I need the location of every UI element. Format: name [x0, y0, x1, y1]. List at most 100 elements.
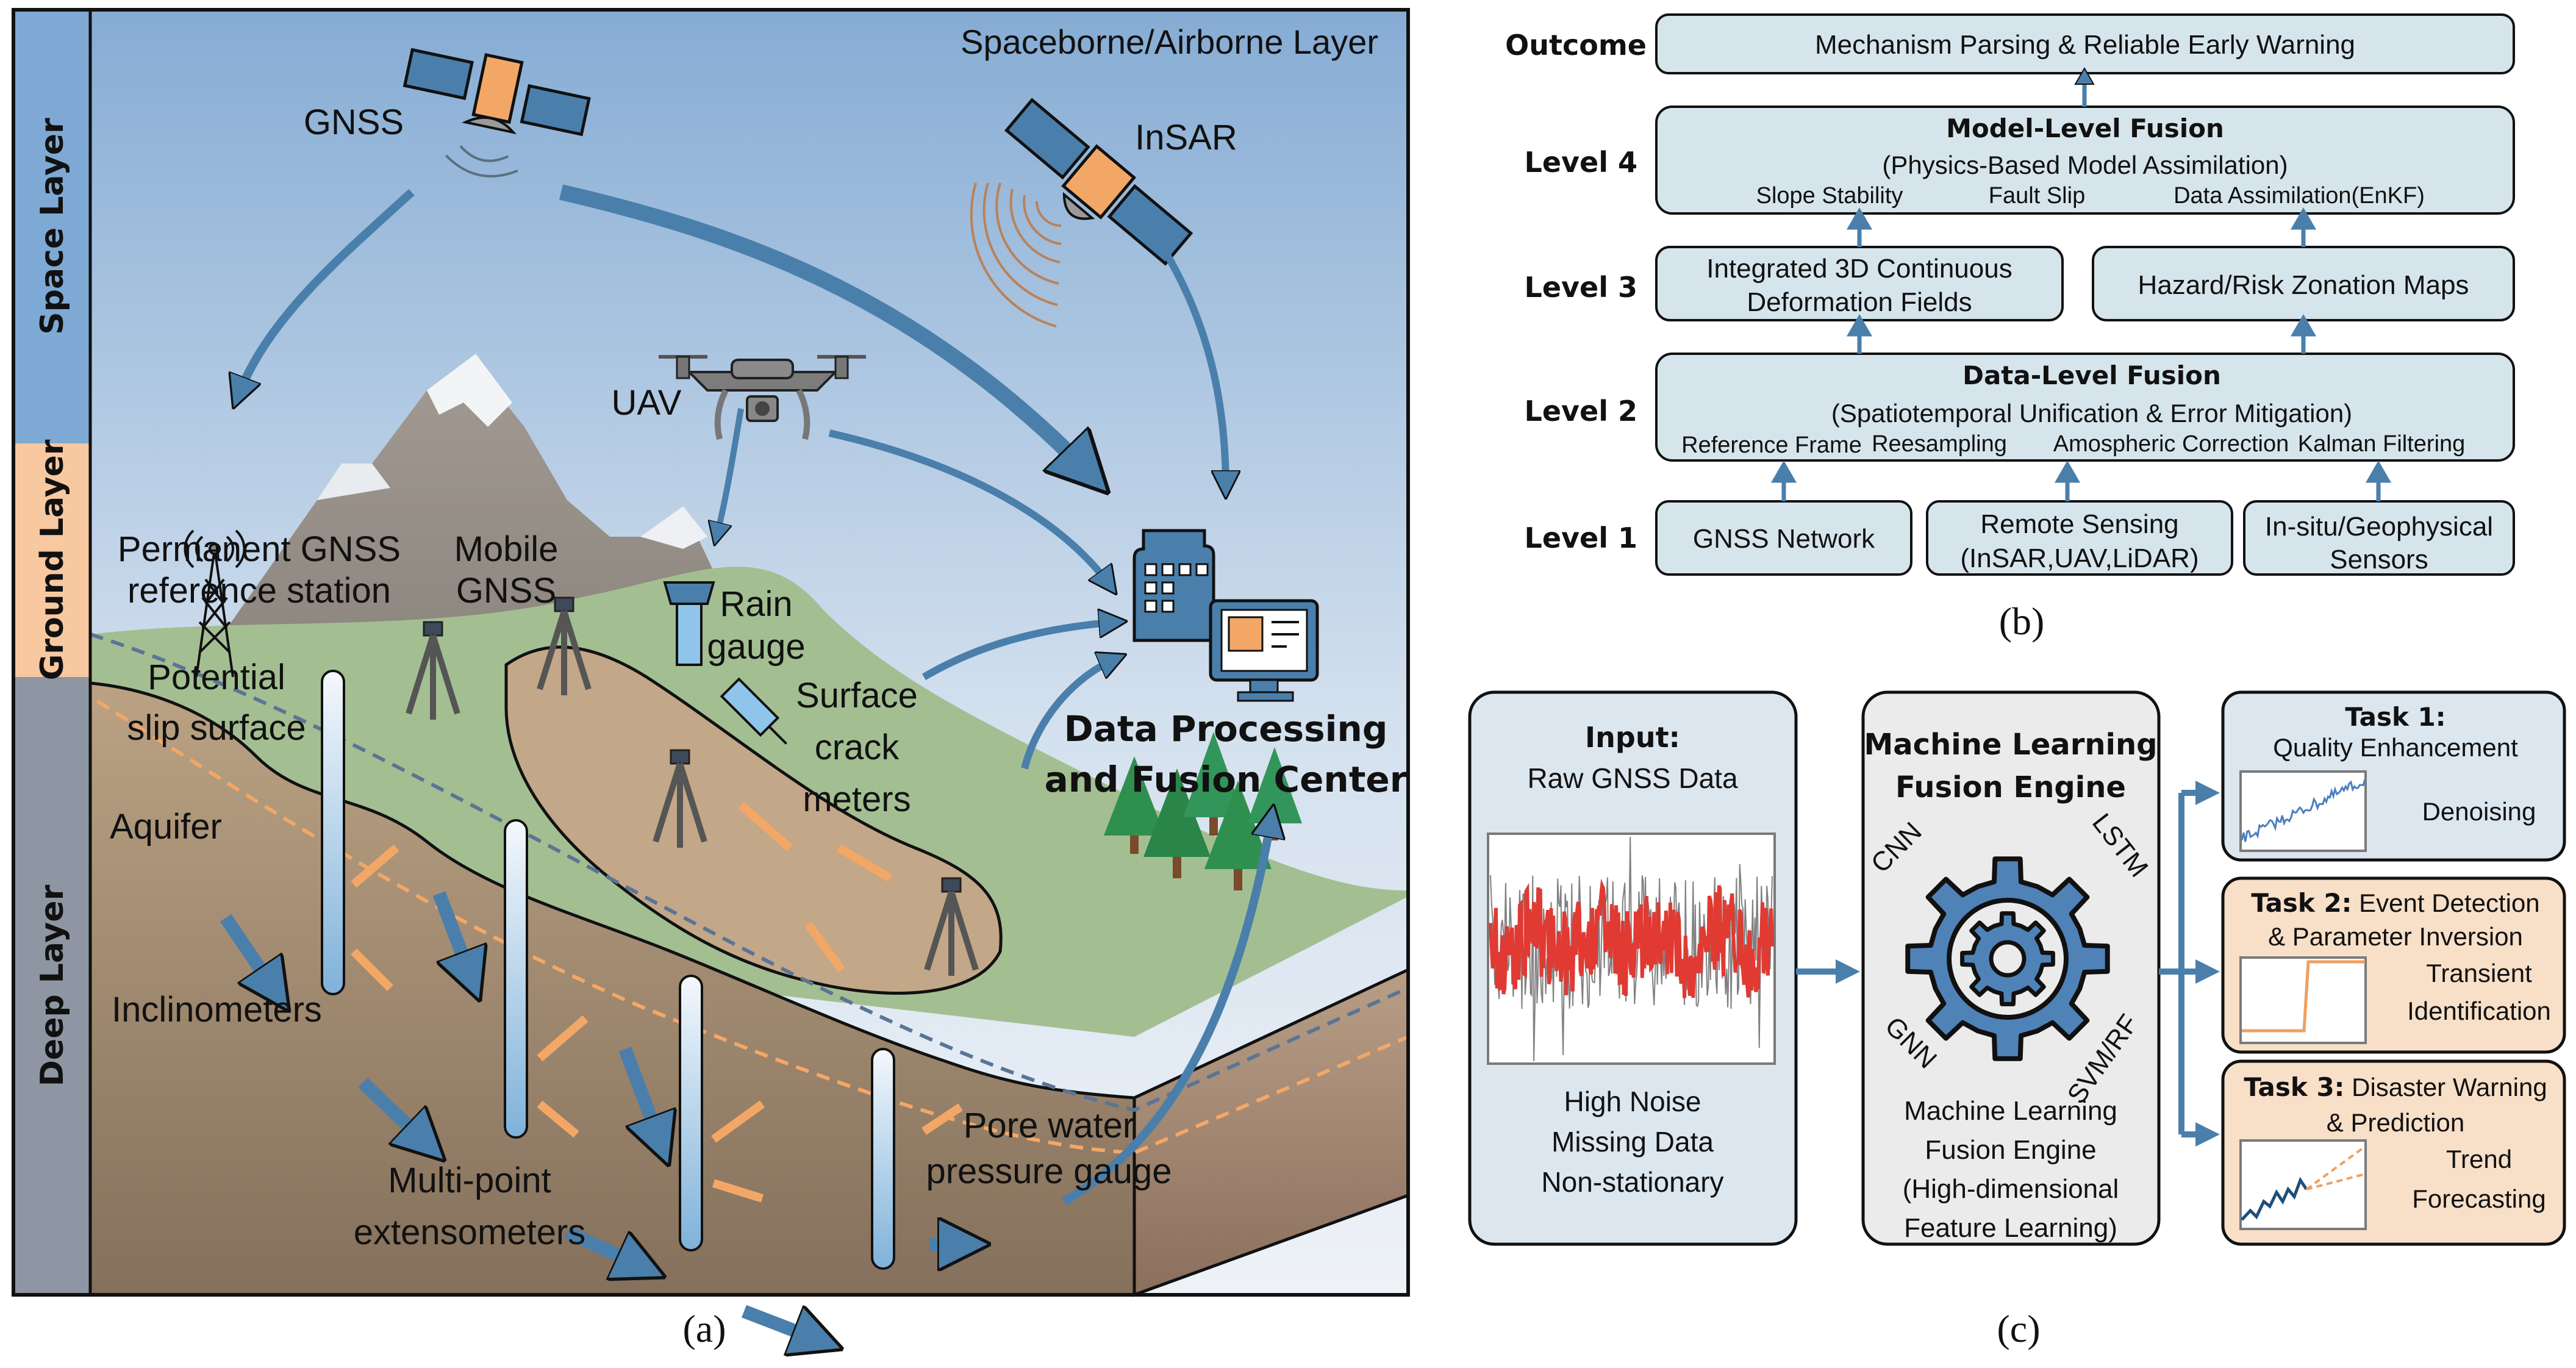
extensometer-tube: [504, 819, 528, 1139]
space-layer-label: Space Layer: [34, 118, 71, 335]
task3-title: Disaster Warning: [2344, 1073, 2547, 1101]
permanent-gnss-label-line2: reference station: [127, 571, 391, 611]
gnss-satellite-icon: [402, 48, 591, 177]
uav-label: UAV: [612, 383, 682, 423]
deep-layer-label: Deep Layer: [34, 884, 71, 1086]
level-label-outcome: Outcome: [1505, 29, 1647, 62]
engine-desc-line1: Machine Learning: [1904, 1096, 2117, 1126]
inclinometers-label: Inclinometers: [112, 990, 322, 1030]
crack-meter-label-line2: crack: [815, 728, 900, 767]
deformation-fields-line2: Deformation Fields: [1747, 287, 1972, 317]
remote-sensing-line1: Remote Sensing: [1980, 509, 2178, 539]
panel-c: Input: Raw GNSS Data High Noise Missing …: [1468, 690, 2566, 1350]
task1-side-text: Denoising: [2422, 797, 2536, 826]
noise-series-filtered: [1489, 878, 1774, 998]
ground-layer-label: Ground Layer: [34, 439, 71, 680]
data-center-building-icon: [1132, 529, 1215, 642]
engine-desc-line3: (High-dimensional: [1903, 1174, 2119, 1204]
task3-label: Task 3:: [2244, 1072, 2344, 1102]
task2-heading: Task 2: Event Detection: [2251, 888, 2539, 918]
fusion-center-label-line1: Data Processing: [1064, 708, 1388, 750]
crack-meter-icon: [720, 677, 787, 745]
slip-surface-label-line1: Potential: [148, 657, 285, 697]
permanent-gnss-label-line1: Permanent GNSS: [118, 529, 401, 569]
panel-c-caption: (c): [1997, 1307, 2040, 1350]
level-label-1: Level 1: [1525, 521, 1637, 554]
rain-gauge-label-line2: gauge: [707, 627, 805, 667]
trend-forecast-plot: [2241, 1145, 2366, 1221]
data-level-fusion-box: [1655, 353, 2515, 462]
input-title: Input:: [1585, 721, 1680, 754]
data-level-fusion-title: Data-Level Fusion: [1962, 360, 2221, 390]
engine-desc-line2: Fusion Engine: [1925, 1135, 2096, 1165]
data-level-fusion-subtitle: (Spatiotemporal Unification & Error Miti…: [1831, 399, 2352, 428]
gnss-label: GNSS: [304, 102, 404, 142]
mobile-gnss-label-line2: GNSS: [456, 571, 556, 611]
mobile-gnss-tripod-icon: [406, 596, 979, 976]
task3-side-line2: Forecasting: [2412, 1184, 2546, 1213]
hazard-zonation-text: Hazard/Risk Zonation Maps: [2138, 270, 2469, 300]
pore-water-label-line2: pressure gauge: [926, 1151, 1172, 1191]
data-flow-arrows: [238, 184, 1272, 1206]
insar-label: InSAR: [1135, 118, 1237, 157]
observed-series: [2241, 1176, 2308, 1221]
noise-series-raw: [1490, 836, 1773, 1062]
data-item-atmospheric-correction: Amospheric Correction: [2053, 431, 2289, 457]
panel-b: Outcome Level 4 Level 3 Level 2 Level 1 …: [1505, 13, 2515, 643]
model-item-slope-stability: Slope Stability: [1756, 183, 1903, 209]
remote-sensing-box: [1926, 500, 2233, 576]
model-level-fusion-title: Model-Level Fusion: [1946, 113, 2224, 143]
forecast-upper: [2305, 1145, 2366, 1191]
crack-meter-label-line3: meters: [803, 779, 911, 819]
input-note-non-stationary: Non-stationary: [1541, 1166, 1723, 1198]
engine-title-line2: Fusion Engine: [1895, 770, 2126, 804]
inclinometer-tubes: [321, 670, 895, 1270]
task2-line2: & Parameter Inversion: [2268, 922, 2523, 951]
input-note-high-noise: High Noise: [1564, 1086, 1701, 1117]
data-item-reference-frame: Reference Frame: [1681, 432, 1862, 458]
extensometer-tube: [679, 975, 703, 1252]
step-series: [2242, 960, 2365, 1033]
engine-desc-line4: Feature Learning): [1904, 1213, 2117, 1243]
model-item-fault-slip: Fault Slip: [1989, 183, 2085, 209]
slip-surface-line: [90, 632, 1409, 1112]
model-item-data-assimilation: Data Assimilation(EnKF): [2174, 183, 2425, 209]
spaceborne-layer-label: Spaceborne/Airborne Layer: [961, 23, 1378, 61]
monitor-icon: [1209, 599, 1319, 702]
crack-meter-label-line1: Surface: [796, 676, 918, 715]
panel-b-caption: (b): [1999, 600, 2045, 643]
task3-line2: & Prediction: [2327, 1108, 2464, 1137]
extensometers-label-line2: extensometers: [354, 1212, 585, 1252]
level-label-4: Level 4: [1525, 146, 1637, 179]
gnss-tower-icon: [184, 529, 246, 678]
aquifer-line: [96, 700, 1409, 1155]
panel-a-border: [12, 8, 1410, 1297]
level-label-2: Level 2: [1525, 395, 1637, 428]
transient-step-plot: [2242, 960, 2365, 1033]
pore-water-label-line1: Pore water: [964, 1106, 1134, 1145]
input-subtitle: Raw GNSS Data: [1527, 762, 1738, 794]
task3-side-line1: Trend: [2446, 1145, 2512, 1173]
engine-title-line1: Machine Learning: [1864, 728, 2157, 762]
deep-layer-band: [13, 677, 90, 1295]
inclinometer-tube: [321, 670, 345, 995]
mobile-gnss-label-line1: Mobile: [454, 529, 559, 569]
displacement-arrows: [351, 801, 963, 1203]
denoised-trend-plot: [2241, 779, 2366, 842]
panel-b-arrows: [1770, 66, 2392, 501]
task2-side-line1: Transient: [2426, 959, 2532, 987]
input-note-missing-data: Missing Data: [1551, 1126, 1714, 1158]
insitu-sensors-line2: Sensors: [2330, 545, 2428, 575]
task3-heading: Task 3: Disaster Warning: [2244, 1072, 2547, 1102]
task1-label: Task 1:: [2345, 702, 2445, 732]
level-label-3: Level 3: [1525, 271, 1637, 304]
gear-hub: [1989, 940, 2027, 978]
fusion-center-label-line2: and Fusion Center: [1045, 759, 1408, 800]
gnss-network-text: GNSS Network: [1693, 524, 1875, 554]
pore-pressure-tube: [871, 1048, 895, 1270]
task1-line2: Quality Enhancement: [2273, 733, 2518, 762]
data-item-resampling: Reesampling: [1872, 431, 2007, 457]
data-item-kalman-filtering: Kalman Filtering: [2298, 431, 2466, 457]
input-to-engine-arrow: [1796, 959, 1860, 984]
